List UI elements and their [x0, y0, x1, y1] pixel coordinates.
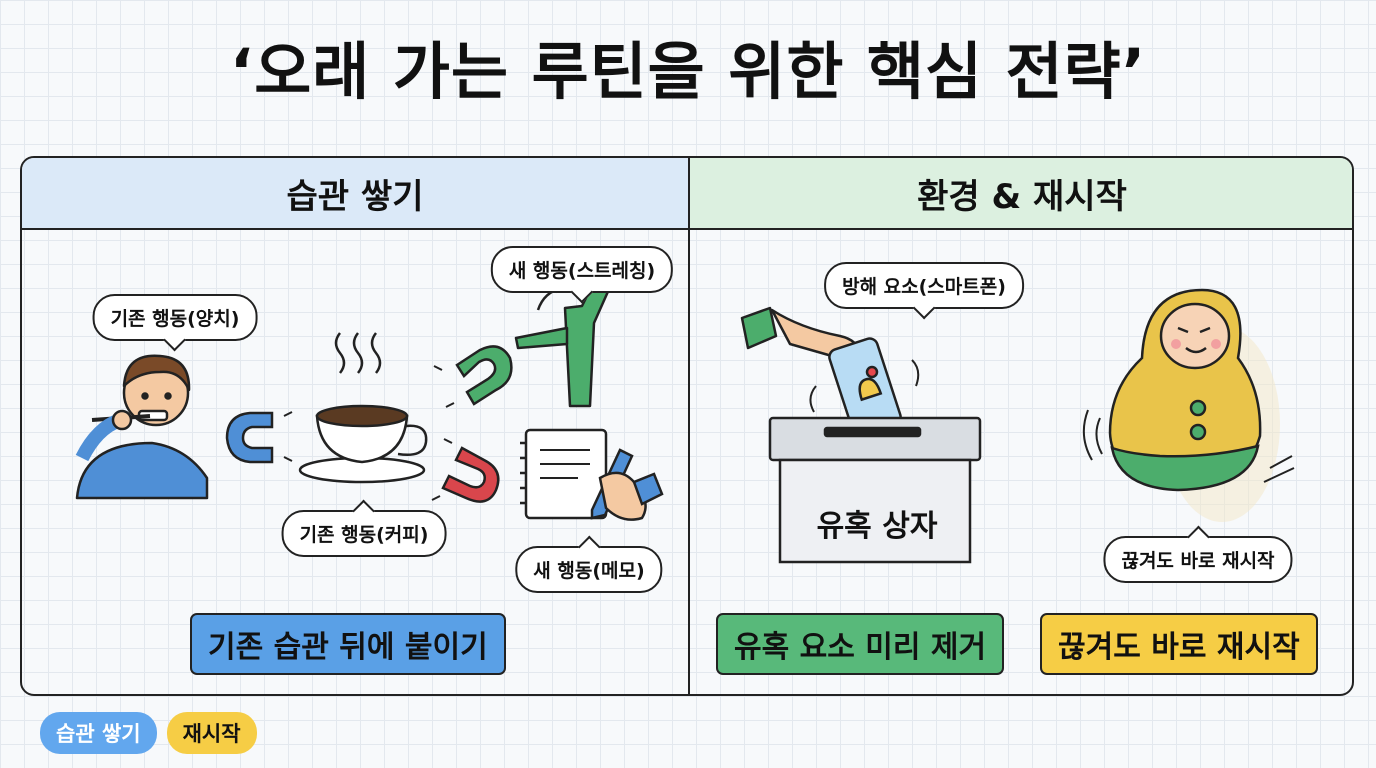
environment-restart-panel: 환경 & 재시작: [690, 158, 1352, 694]
temptation-box-icon: [768, 416, 982, 564]
notepad-icon: [520, 428, 664, 521]
environment-restart-illustration: [740, 288, 1295, 564]
bubble-new-stretching: 새 행동(스트레칭): [490, 246, 674, 304]
legend-habit-stacking: 습관 쌓기: [40, 712, 157, 754]
bubble-new-memo: 새 행동(메모): [515, 535, 663, 593]
habit-stacking-illustration: [75, 262, 664, 521]
page-title: ‘오래 가는 루틴을 위한 핵심 전략’: [229, 35, 1147, 108]
diagram-frame: 습관 쌓기: [20, 156, 1354, 696]
bubble-distraction-phone: 방해 요소(스마트폰): [824, 262, 1024, 320]
remove-temptation-tag: 유혹 요소 미리 제거: [716, 613, 1005, 675]
magnet-icon: [433, 345, 513, 408]
magnet-icon: [431, 438, 500, 503]
magnet-icon: [225, 411, 293, 464]
temptation-box-label: 유혹 상자: [816, 509, 938, 544]
coffee-cup-icon: [298, 332, 428, 484]
legend-restart: 재시작: [166, 712, 257, 754]
environment-restart-header: 환경 & 재시작: [690, 158, 1352, 230]
habit-stacking-panel: 습관 쌓기: [22, 158, 690, 694]
roly-poly-doll-icon: [1082, 288, 1295, 522]
habit-stacking-tag: 기존 습관 뒤에 붙이기: [190, 613, 506, 675]
bubble-restart: 끊겨도 바로 재시작: [1103, 525, 1293, 583]
bubble-existing-brushing: 기존 행동(양치): [92, 294, 258, 352]
habit-stacking-header: 습관 쌓기: [22, 158, 688, 230]
person-brushing-icon: [75, 354, 209, 500]
bubble-existing-coffee: 기존 행동(커피): [281, 499, 447, 557]
smartphone-icon: [809, 337, 920, 437]
restart-tag: 끊겨도 바로 재시작: [1040, 613, 1318, 675]
legend: 습관 쌓기 재시작: [40, 712, 257, 754]
